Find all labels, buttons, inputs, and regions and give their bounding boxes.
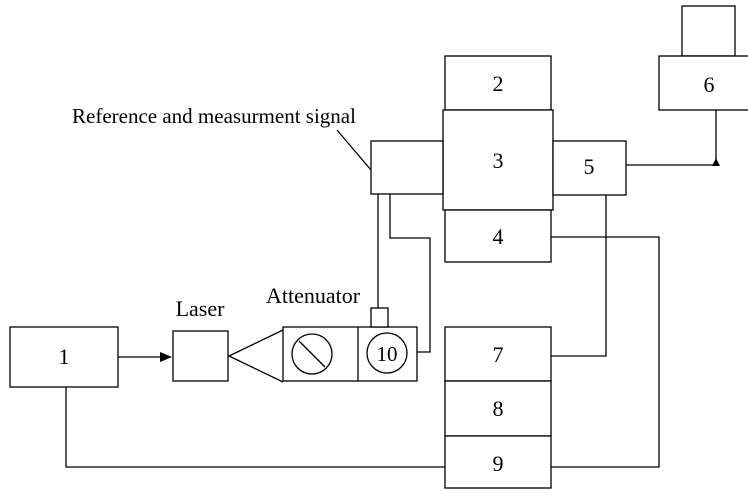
block-5: [552, 140, 627, 196]
reference-signal-label: Reference and measurment signal: [72, 104, 356, 128]
attenuator-dial-slash: [298, 340, 326, 368]
block-6-top: [681, 5, 736, 57]
block-4: [444, 209, 552, 263]
block-7-label: 7: [493, 342, 504, 367]
label-leader-line: [336, 129, 372, 171]
block-3: [442, 109, 554, 211]
block-8-label: 8: [493, 396, 504, 421]
wire-5-to-6: [626, 110, 717, 166]
block-10-label: 10: [377, 342, 398, 366]
block-9: [444, 435, 552, 489]
block-4-label: 4: [493, 224, 504, 249]
wire-signal-to-10: [389, 194, 431, 353]
block-1-label: 1: [59, 344, 70, 369]
block-8: [444, 380, 552, 437]
attenuator-label: Attenuator: [266, 283, 361, 308]
laser-box: [172, 330, 229, 382]
wire-1-to-9: [65, 387, 445, 468]
wire-4-to-9: [551, 236, 660, 468]
block-6: [658, 55, 748, 111]
block-5-label: 5: [584, 154, 595, 179]
signal-box: [370, 140, 444, 195]
block-3-label: 3: [493, 148, 504, 173]
arrowhead-laser-icon: [160, 352, 172, 362]
wire-5-to-7: [551, 195, 607, 357]
attenuator-tab: [370, 307, 389, 328]
laser-beam-icon: [227, 329, 284, 383]
block-10: [366, 332, 408, 374]
block-2-label: 2: [493, 71, 504, 96]
block-1: [9, 326, 119, 388]
block-9-label: 9: [493, 451, 504, 476]
laser-label: Laser: [176, 296, 226, 321]
block-6-label: 6: [704, 72, 715, 97]
junction-arrow-icon: [712, 158, 720, 166]
